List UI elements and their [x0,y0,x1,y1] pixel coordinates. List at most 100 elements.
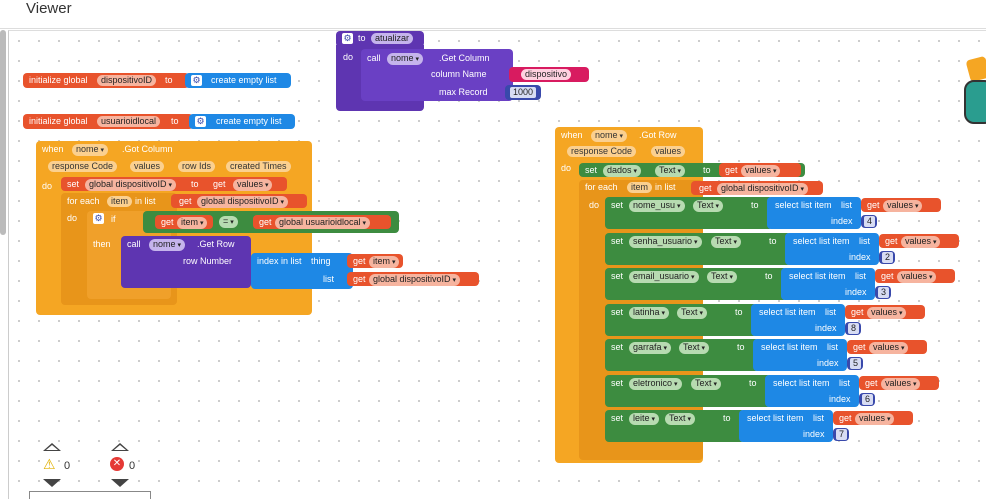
get-global-block[interactable]: get global dispositivoID [171,194,307,208]
get-values-block[interactable]: get values [833,411,913,425]
param-pill[interactable]: values [651,146,686,157]
var-dropdown[interactable]: item [369,256,400,268]
component-dropdown[interactable]: nome [591,130,627,142]
number-block[interactable]: 5 [847,357,863,370]
procedure-atualizar-header[interactable]: ⚙ to atualizar [336,31,424,47]
set-text-block[interactable]: set leite Text to [605,410,745,442]
number-block[interactable]: 4 [861,215,877,228]
property-dropdown[interactable]: Text [707,271,737,283]
call-get-row-block[interactable]: call nome .Get Row row Number [121,236,251,288]
select-list-item-block[interactable]: select list item list index [767,197,861,229]
property-dropdown[interactable]: Text [711,235,741,248]
var-dropdown[interactable]: global usuarioidlocal [275,217,371,229]
gear-icon[interactable]: ⚙ [191,75,202,86]
param-pill[interactable]: created Times [226,161,291,172]
select-list-item-block[interactable]: select list item list index [753,339,847,371]
set-text-block[interactable]: set senha_usuario Text to [605,232,791,265]
var-dropdown[interactable]: values [897,271,937,283]
var-name[interactable]: dispositivoID [97,75,157,86]
var-name[interactable]: usuarioidlocal [97,116,161,127]
index-value[interactable]: 7 [836,429,848,440]
var-dropdown[interactable]: values [869,342,909,354]
param-pill[interactable]: values [130,161,165,172]
var-dropdown[interactable]: global dispositivoID [369,274,461,286]
component-dropdown[interactable]: nome [387,53,423,65]
component-dropdown[interactable]: nome [149,239,185,251]
create-empty-list-block[interactable]: ⚙ create empty list [189,114,295,129]
set-text-block[interactable]: set eletronico Text to [605,374,771,407]
component-dropdown[interactable]: nome [72,144,108,156]
procedure-name[interactable]: atualizar [371,33,414,44]
var-dropdown[interactable]: values [741,165,781,177]
warning-down-arrow[interactable] [43,479,61,487]
create-empty-list-block[interactable]: ⚙ create empty list [185,73,291,88]
text-block[interactable]: dispositivo [509,67,589,82]
blocks-workspace[interactable]: ⚙ to atualizar do call nome .Get Column … [8,30,986,499]
component-dropdown[interactable]: latinha [629,306,669,319]
get-item-block[interactable]: get item [155,215,213,229]
number-value[interactable]: 1000 [510,87,537,98]
set-text-block[interactable]: set nome_usu Text to [605,197,773,229]
number-block[interactable]: 8 [845,321,861,335]
index-value[interactable]: 6 [862,393,874,405]
show-warnings-toggle[interactable] [29,491,151,499]
get-values-block[interactable]: get values [861,198,941,212]
get-values-block[interactable]: get values [875,269,955,283]
component-dropdown[interactable]: dados [603,165,641,177]
gear-icon[interactable]: ⚙ [195,116,206,127]
select-list-item-block[interactable]: select list item list index [785,232,879,265]
get-values-block[interactable]: get values [845,304,925,319]
component-dropdown[interactable]: email_usuario [629,271,699,283]
property-dropdown[interactable]: Text [665,413,695,425]
property-dropdown[interactable]: Text [679,342,709,354]
set-text-block[interactable]: set email_usuario Text to [605,268,787,300]
set-global-block[interactable]: set global dispositivoID to get values [61,177,287,191]
text-value[interactable]: dispositivo [521,69,572,80]
get-global-block[interactable]: get global dispositivoID [691,181,823,195]
init-global-usuarioidlocal[interactable]: initialize global usuarioidlocal to [23,114,193,129]
select-list-item-block[interactable]: select list item list index [751,303,845,336]
number-block[interactable]: 1000 [505,85,541,100]
index-value[interactable]: 8 [848,322,860,334]
property-dropdown[interactable]: Text [693,200,723,212]
number-block[interactable]: 6 [859,392,875,406]
get-global-block[interactable]: get global usuarioidlocal [253,215,391,229]
operator-dropdown[interactable]: = [219,216,238,228]
param-pill[interactable]: response Code [567,146,637,157]
var-dropdown[interactable]: global dispositivoID [717,183,809,195]
index-value[interactable]: 3 [878,287,890,298]
get-values-block[interactable]: get values [847,340,927,354]
var-dropdown[interactable]: values [883,200,923,212]
gear-icon[interactable]: ⚙ [93,213,104,224]
index-value[interactable]: 4 [864,216,876,227]
var-dropdown[interactable]: global dispositivoID [197,196,289,208]
select-list-item-block[interactable]: select list item list index [765,374,859,407]
component-dropdown[interactable]: leite [629,413,659,425]
call-get-column-block[interactable]: call nome .Get Column column Name max Re… [361,49,513,101]
property-dropdown[interactable]: Text [691,377,721,390]
component-dropdown[interactable]: eletronico [629,377,682,390]
set-text-block[interactable]: set latinha Text to [605,303,757,336]
param-pill[interactable]: row Ids [178,161,216,172]
get-values-block[interactable]: get values [719,163,801,177]
property-dropdown[interactable]: Text [677,306,707,319]
component-dropdown[interactable]: nome_usu [629,200,685,212]
index-value[interactable]: 5 [850,358,862,369]
get-global-block[interactable]: get global dispositivoID [347,272,479,286]
select-list-item-block[interactable]: select list item list index [739,410,833,442]
number-block[interactable]: 2 [879,250,895,264]
var-dropdown[interactable]: values [867,306,907,319]
set-dados-text-block[interactable]: set dados Text to get values [579,163,805,177]
get-values-block[interactable]: get values [859,375,939,390]
var-dropdown[interactable]: item [177,217,208,229]
var-dropdown[interactable]: values [881,377,921,390]
error-down-arrow[interactable] [111,479,129,487]
var-dropdown[interactable]: values [855,413,895,425]
get-item-block[interactable]: get item [347,254,403,268]
number-block[interactable]: 3 [875,286,891,299]
component-dropdown[interactable]: senha_usuario [629,235,702,248]
number-block[interactable]: 7 [833,428,849,441]
loop-var-pill[interactable]: item [107,196,133,207]
param-pill[interactable]: response Code [48,161,118,172]
compare-block[interactable]: get item = get global usuarioidlocal [143,211,399,233]
